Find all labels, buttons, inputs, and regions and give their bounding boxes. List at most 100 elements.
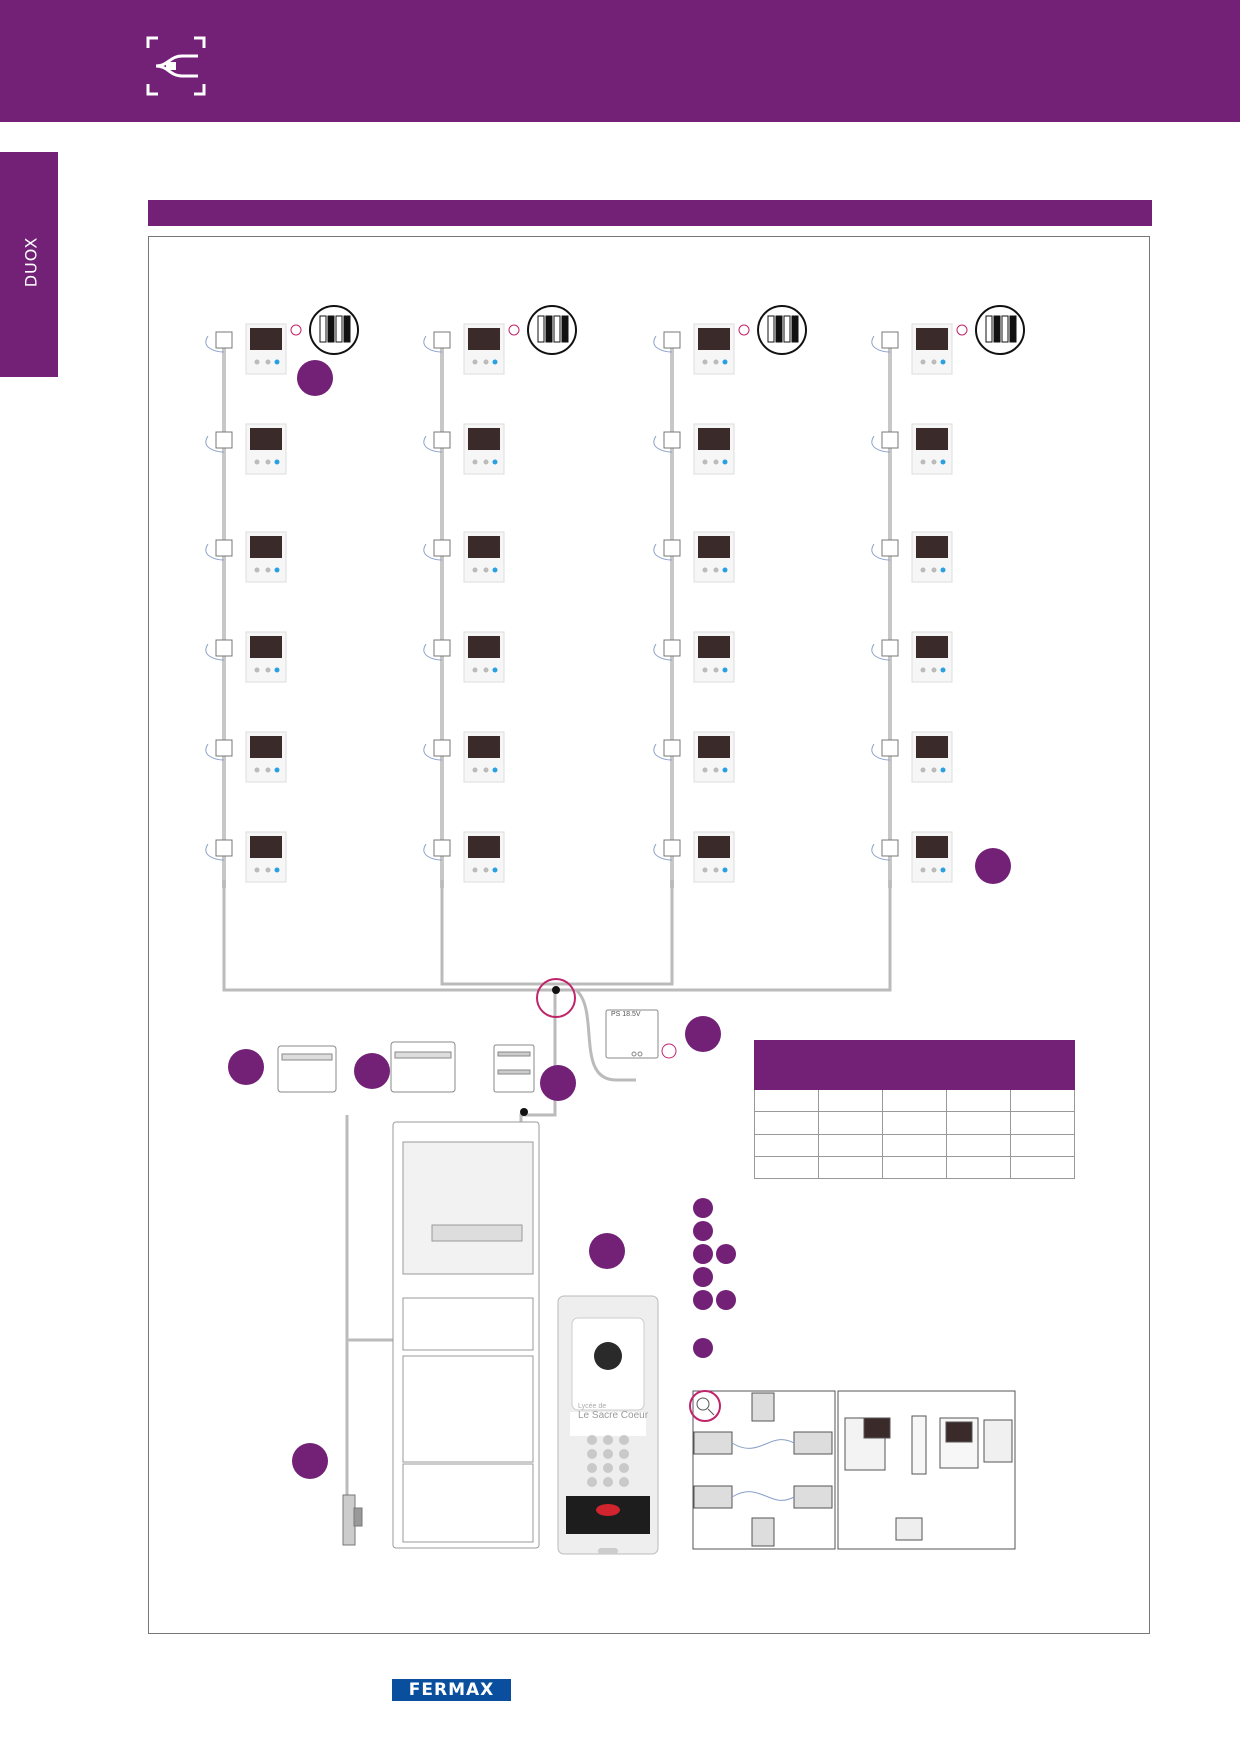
distributor-link <box>423 543 443 561</box>
distributor-link <box>653 643 673 661</box>
distributor-link <box>871 543 891 561</box>
keypad-key <box>619 1435 629 1445</box>
keypad-key <box>619 1477 629 1487</box>
monitor-button <box>254 459 260 465</box>
floor-distributor-icon <box>215 739 233 757</box>
monitor-button <box>274 867 280 873</box>
monitor-screen <box>250 536 282 558</box>
monitor-button <box>713 767 719 773</box>
callout-badge-power-supply-1 <box>228 1049 264 1085</box>
monitor-button <box>472 567 478 573</box>
monitor-button <box>940 867 946 873</box>
keypad-key <box>587 1449 597 1459</box>
panel-building-name: Le Sacre Coeur <box>578 1410 649 1421</box>
monitor-button <box>472 767 478 773</box>
monitor-button <box>483 667 489 673</box>
monitor-button <box>274 567 280 573</box>
monitor-screen <box>468 736 500 758</box>
dip-switch-lever <box>783 315 791 343</box>
monitor-button <box>920 567 926 573</box>
floor-distributor-icon <box>215 539 233 557</box>
floor-distributor-icon <box>881 331 899 349</box>
monitor-options <box>837 1390 1016 1550</box>
monitor-screen <box>916 536 948 558</box>
dip-switch-lever <box>537 315 545 343</box>
monitor-screen <box>916 328 948 350</box>
monitor-button <box>254 567 260 573</box>
monitor-button <box>920 867 926 873</box>
keypad-key <box>603 1463 613 1473</box>
distributor-link <box>423 335 443 353</box>
monitor-button <box>722 359 728 365</box>
dip-switch-lever <box>327 315 335 343</box>
monitor-screen <box>916 428 948 450</box>
dip-switch-lever <box>1001 315 1009 343</box>
distributor-link <box>205 335 225 353</box>
panel-back-module <box>392 1121 540 1549</box>
distributor-link <box>423 643 443 661</box>
monitor-screen <box>250 428 282 450</box>
panel-junction-dot <box>520 1108 528 1116</box>
floor-distributor-icon <box>663 839 681 857</box>
monitor-screen <box>468 836 500 858</box>
floor-distributor-icon <box>881 839 899 857</box>
floor-distributor-icon <box>663 539 681 557</box>
monitor-button <box>254 867 260 873</box>
dip-switch-lever <box>791 315 799 343</box>
keypad-key <box>587 1477 597 1487</box>
distributor-link <box>871 643 891 661</box>
monitor-button <box>483 867 489 873</box>
monitor-button <box>274 767 280 773</box>
floor-distributor-icon <box>881 639 899 657</box>
monitor-button <box>702 459 708 465</box>
distributor-link <box>653 843 673 861</box>
keypad-key <box>587 1435 597 1445</box>
monitor-button <box>492 867 498 873</box>
power-supply-2 <box>390 1041 456 1093</box>
distributor-link <box>653 743 673 761</box>
floor-distributor-icon <box>881 539 899 557</box>
monitor-button <box>492 667 498 673</box>
dip-switch-lever <box>775 315 783 343</box>
dip-switch-lever <box>1009 315 1017 343</box>
monitor-button <box>472 459 478 465</box>
door-lock <box>342 1494 363 1546</box>
distributor-link <box>205 743 225 761</box>
monitor-screen <box>698 636 730 658</box>
distributor-link <box>423 743 443 761</box>
monitor-button <box>920 767 926 773</box>
monitor-button <box>274 459 280 465</box>
monitor-button <box>274 359 280 365</box>
monitor-button <box>713 359 719 365</box>
floor-distributor-icon <box>215 331 233 349</box>
monitor-button <box>940 667 946 673</box>
monitor-button <box>492 359 498 365</box>
badge-list-markers <box>693 1198 736 1358</box>
monitor-button <box>940 459 946 465</box>
monitor-button <box>483 767 489 773</box>
monitor-button <box>254 767 260 773</box>
led-marker <box>508 324 520 336</box>
monitor-button <box>492 767 498 773</box>
monitor-button <box>722 767 728 773</box>
dip-switch-lever <box>561 315 569 343</box>
callout-badge-monitor <box>297 360 333 396</box>
monitor-button <box>492 567 498 573</box>
keypad-key <box>619 1449 629 1459</box>
distributor-link <box>871 743 891 761</box>
monitor-screen <box>468 636 500 658</box>
distributor-link <box>205 843 225 861</box>
dip-switch-lever <box>985 315 993 343</box>
bus-filter-module <box>493 1044 535 1093</box>
panel-keypad <box>587 1435 629 1487</box>
callout-badge-panel <box>589 1233 625 1269</box>
monitor-button <box>920 459 926 465</box>
monitor-screen <box>250 736 282 758</box>
monitor-button <box>940 359 946 365</box>
monitor-button <box>702 867 708 873</box>
monitor-button <box>713 567 719 573</box>
inner-bus-line <box>440 880 674 986</box>
monitor-button <box>483 567 489 573</box>
floor-distributor-icon <box>215 639 233 657</box>
